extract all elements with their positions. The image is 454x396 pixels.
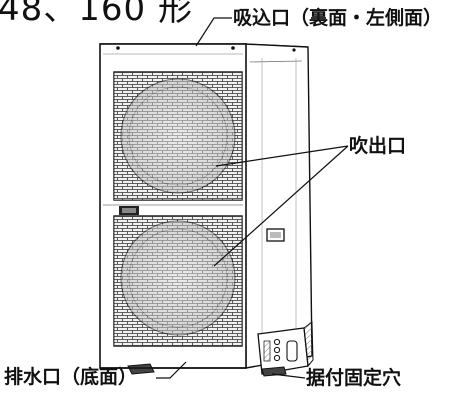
upper-fan-grille (113, 71, 243, 201)
air-intake-label: 吸込口（裏面・左側面） (233, 7, 443, 29)
air-outlet-label: 吹出口 (349, 135, 407, 157)
left-foot (127, 363, 155, 375)
drain-leader (156, 361, 187, 379)
model-header: 48、160 形 (0, 0, 193, 29)
piping-cover (257, 321, 314, 375)
service-panel-icon (266, 228, 285, 242)
right-foot (261, 366, 287, 377)
outlet-leader-upper (215, 145, 349, 167)
unit-right-side (243, 43, 313, 369)
outlet-leader-lower (213, 145, 349, 267)
mount-leader (271, 373, 306, 379)
leader-lines (156, 17, 349, 379)
lower-fan-grille (113, 215, 243, 347)
mounting-holes-label: 据付固定穴 (306, 367, 402, 389)
intake-leader (195, 17, 232, 47)
drain-outlet-label: 排水口（底面） (4, 366, 138, 388)
